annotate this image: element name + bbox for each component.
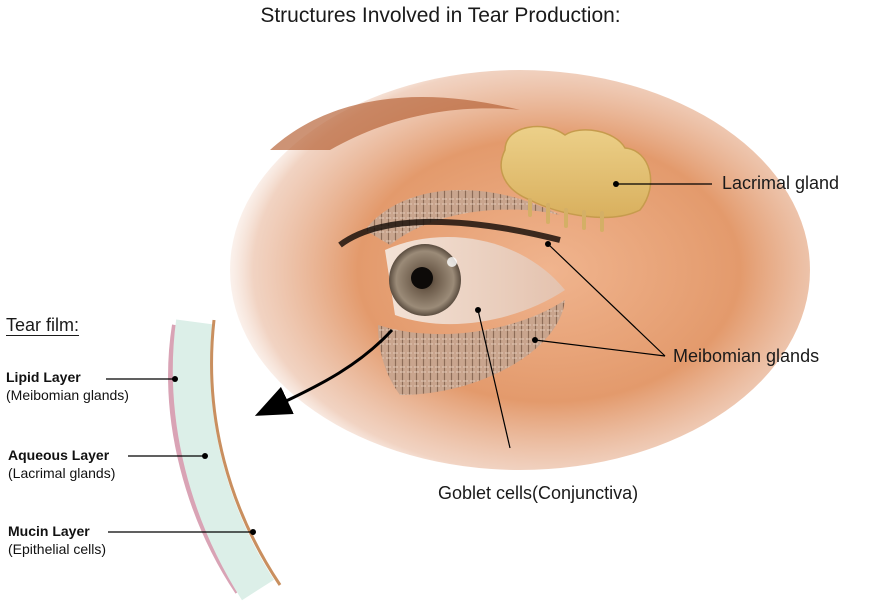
- aqueous-layer-band: [172, 319, 275, 601]
- lipid-dot: [172, 376, 178, 382]
- aqueous-dot: [202, 453, 208, 459]
- zoom-arrow: [254, 328, 394, 416]
- eyebrow: [270, 97, 520, 150]
- tear-film-heading: Tear film:: [6, 315, 80, 335]
- mucin-layer-band: [210, 319, 282, 586]
- goblet-cells-label: Goblet cells(Conjunctiva): [438, 483, 639, 503]
- mucin-dot: [250, 529, 256, 535]
- lipid-layer-band: [168, 324, 241, 594]
- meibomian-leader-lower: [534, 339, 666, 357]
- eyelashes: [338, 218, 561, 248]
- mucin-layer-label: Mucin Layer (Epithelial cells): [8, 523, 106, 557]
- diagram-title: Structures Involved in Tear Production:: [260, 4, 621, 27]
- meibomian-leader-upper: [547, 243, 666, 357]
- layer-name: Mucin Layer: [8, 523, 90, 539]
- pupil: [411, 267, 433, 289]
- goblet-leader: [477, 309, 511, 449]
- layer-source: (Epithelial cells): [8, 541, 107, 557]
- lower-eyelid: [378, 300, 565, 395]
- aqueous-layer-label: Aqueous Layer (Lacrimal glands): [8, 447, 115, 481]
- layer-name: Lipid Layer: [6, 369, 81, 385]
- layer-name: Aqueous Layer: [8, 447, 110, 463]
- goblet-dot: [475, 307, 481, 313]
- lacrimal-dot: [613, 181, 619, 187]
- lacrimal-ducts: [528, 198, 604, 232]
- meibomian-glands-label: Meibomian glands: [673, 346, 820, 366]
- upper-eyelid: [365, 189, 560, 245]
- lipid-layer-label: Lipid Layer (Meibomian glands): [6, 369, 129, 403]
- meibomian-dot-lower: [532, 337, 538, 343]
- layer-source: (Lacrimal glands): [8, 465, 116, 481]
- meibomian-dot-upper: [545, 241, 551, 247]
- lacrimal-gland-label: Lacrimal gland: [722, 173, 840, 193]
- eye-highlight: [447, 257, 457, 267]
- layer-source: (Meibomian glands): [6, 387, 129, 403]
